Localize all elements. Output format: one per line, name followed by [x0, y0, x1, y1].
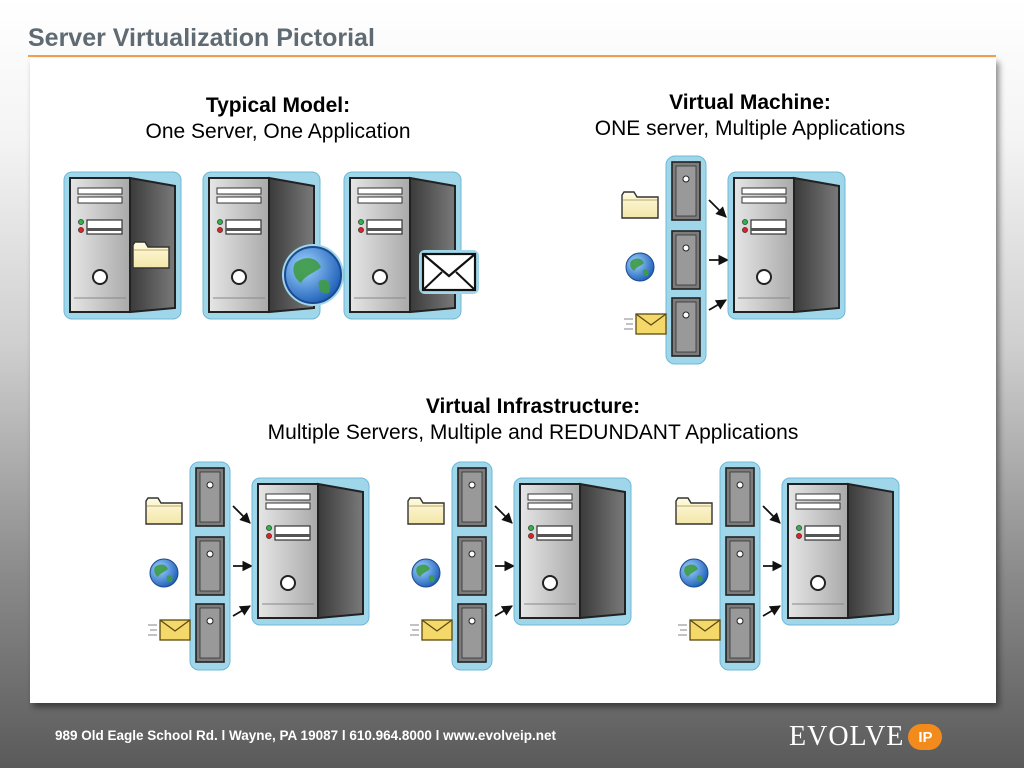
title-divider	[28, 55, 996, 57]
logo-wordmark: EVOLVE	[789, 721, 905, 752]
virtual-infrastructure-subtitle: Multiple Servers, Multiple and REDUNDANT…	[267, 421, 799, 445]
footer-address: 989 Old Eagle School Rd. l Wayne, PA 190…	[55, 728, 556, 743]
envelope-icon	[419, 250, 479, 294]
typical-model-subtitle: One Server, One Application	[145, 120, 411, 144]
evolve-ip-logo: EVOLVE IP	[789, 721, 943, 752]
virtual-machine-subtitle: ONE server, Multiple Applications	[594, 117, 906, 141]
virtual-machine-heading: Virtual Machine: ONE server, Multiple Ap…	[540, 90, 960, 143]
globe-icon	[282, 244, 344, 306]
virtual-infrastructure-heading: Virtual Infrastructure: Multiple Servers…	[170, 394, 896, 447]
typical-model-heading: Typical Model: One Server, One Applicati…	[88, 93, 468, 146]
virtual-infrastructure-group-1	[146, 462, 369, 670]
typical-model-server-1	[63, 171, 182, 320]
typical-model-server-3	[343, 171, 479, 320]
slide-title: Server Virtualization Pictorial	[28, 24, 375, 52]
typical-model-title: Typical Model:	[205, 94, 351, 117]
virtual-infrastructure-group-2	[408, 462, 631, 670]
virtual-infrastructure-title: Virtual Infrastructure:	[425, 395, 641, 418]
virtual-machine-group	[622, 156, 845, 364]
typical-model-server-2	[202, 171, 344, 320]
virtual-infrastructure-group-3	[676, 462, 899, 670]
logo-badge: IP	[908, 724, 943, 750]
virtual-machine-title: Virtual Machine:	[669, 91, 831, 114]
